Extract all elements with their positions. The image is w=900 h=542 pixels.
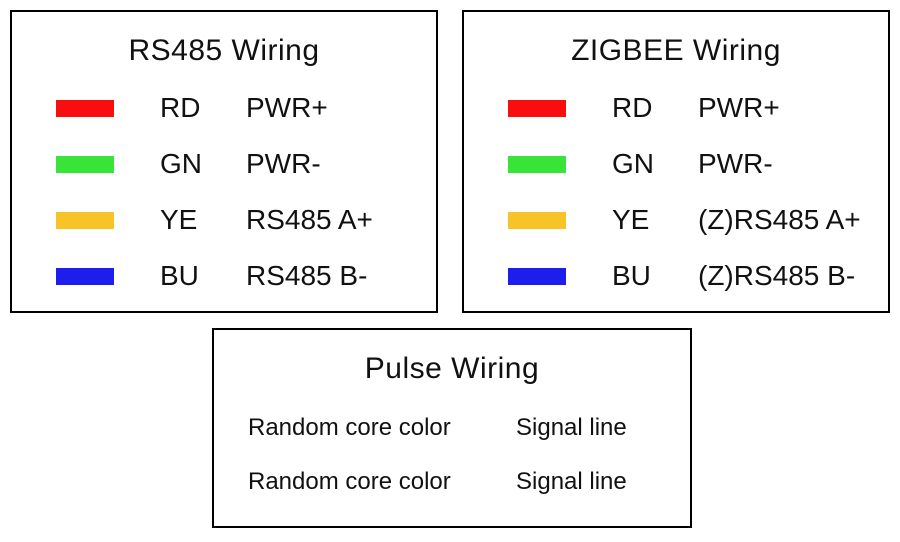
wire-code: YE	[612, 204, 650, 235]
wire-row: BU (Z)RS485 B-	[508, 258, 888, 294]
pulse-row: Random core color Signal line	[248, 414, 690, 442]
wire-code: BU	[612, 260, 651, 291]
pulse-signal-label: Signal line	[516, 414, 627, 441]
yellow-wire-swatch	[508, 211, 566, 229]
pulse-core-label: Random core color	[248, 414, 451, 441]
red-wire-swatch	[508, 99, 566, 117]
zigbee-panel-title: ZIGBEE Wiring	[571, 34, 781, 67]
wire-label: PWR+	[698, 92, 780, 123]
wire-label: PWR-	[698, 148, 773, 179]
wire-code: GN	[612, 148, 654, 179]
blue-wire-swatch	[56, 267, 114, 285]
wire-label: RS485 A+	[246, 204, 373, 235]
rs485-wire-rows: RD PWR+ GN PWR- YE RS485 A+ BU RS485 B-	[12, 82, 436, 294]
pulse-rows: Random core color Signal line Random cor…	[214, 400, 690, 496]
wire-label: PWR+	[246, 92, 328, 123]
wire-row: YE (Z)RS485 A+	[508, 202, 888, 238]
yellow-wire-swatch	[56, 211, 114, 229]
pulse-signal-label: Signal line	[516, 468, 627, 495]
green-wire-swatch	[56, 155, 114, 173]
rs485-wiring-panel: RS485 Wiring RD PWR+ GN PWR- YE RS485 A+…	[10, 10, 438, 313]
wire-label: (Z)RS485 A+	[698, 204, 861, 235]
pulse-wiring-panel: Pulse Wiring Random core color Signal li…	[212, 328, 692, 528]
wire-label: PWR-	[246, 148, 321, 179]
wire-code: BU	[160, 260, 199, 291]
wire-row: YE RS485 A+	[56, 202, 436, 238]
wire-label: (Z)RS485 B-	[698, 260, 856, 291]
wire-row: BU RS485 B-	[56, 258, 436, 294]
wire-code: RD	[160, 92, 201, 123]
zigbee-wire-rows: RD PWR+ GN PWR- YE (Z)RS485 A+ BU (Z)RS4…	[464, 82, 888, 294]
pulse-panel-title: Pulse Wiring	[364, 352, 540, 385]
wire-row: RD PWR+	[56, 90, 436, 126]
wire-row: RD PWR+	[508, 90, 888, 126]
wire-row: GN PWR-	[508, 146, 888, 182]
blue-wire-swatch	[508, 267, 566, 285]
zigbee-wiring-panel: ZIGBEE Wiring RD PWR+ GN PWR- YE (Z)RS48…	[462, 10, 890, 313]
wire-code: GN	[160, 148, 202, 179]
wire-label: RS485 B-	[246, 260, 368, 291]
pulse-core-label: Random core color	[248, 468, 451, 495]
red-wire-swatch	[56, 99, 114, 117]
pulse-row: Random core color Signal line	[248, 468, 690, 496]
wire-row: GN PWR-	[56, 146, 436, 182]
wire-code: YE	[160, 204, 198, 235]
green-wire-swatch	[508, 155, 566, 173]
rs485-panel-title: RS485 Wiring	[128, 34, 320, 67]
wire-code: RD	[612, 92, 653, 123]
